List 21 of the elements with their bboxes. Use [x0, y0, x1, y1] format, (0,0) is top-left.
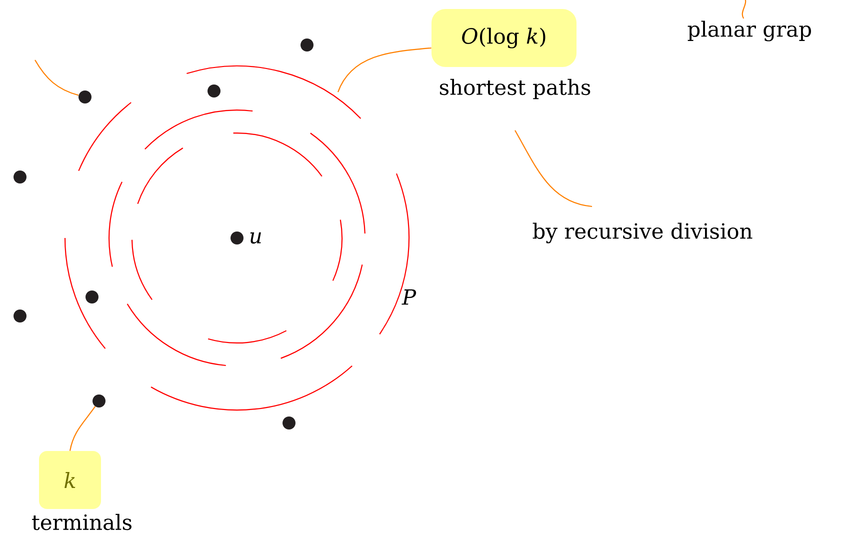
- vertex-dot: [86, 290, 98, 304]
- vertex-dot: [14, 310, 26, 322]
- caption-text: shortest paths: [440, 78, 590, 100]
- leader-line: [742, 0, 746, 19]
- annotation-text: planar grap: [688, 20, 811, 42]
- path-label: P: [402, 289, 416, 305]
- leader-line: [69, 406, 96, 451]
- leader-line: [34, 60, 79, 96]
- vertex-dot: [78, 90, 92, 104]
- vertex-label: u: [250, 232, 261, 244]
- vertex-dot: [300, 38, 314, 52]
- leader-line: [514, 130, 592, 208]
- vertex-dot: [282, 416, 296, 430]
- vertex-dot: [208, 84, 220, 98]
- leader-line: [338, 47, 432, 92]
- caption-text: terminals: [32, 514, 132, 530]
- vertex-dot: [92, 394, 106, 408]
- vertex-dot: [14, 170, 26, 184]
- highlight-box: O(log k): [432, 9, 576, 67]
- annotation-text: by recursive division: [532, 222, 752, 244]
- highlight-box: k: [39, 451, 101, 509]
